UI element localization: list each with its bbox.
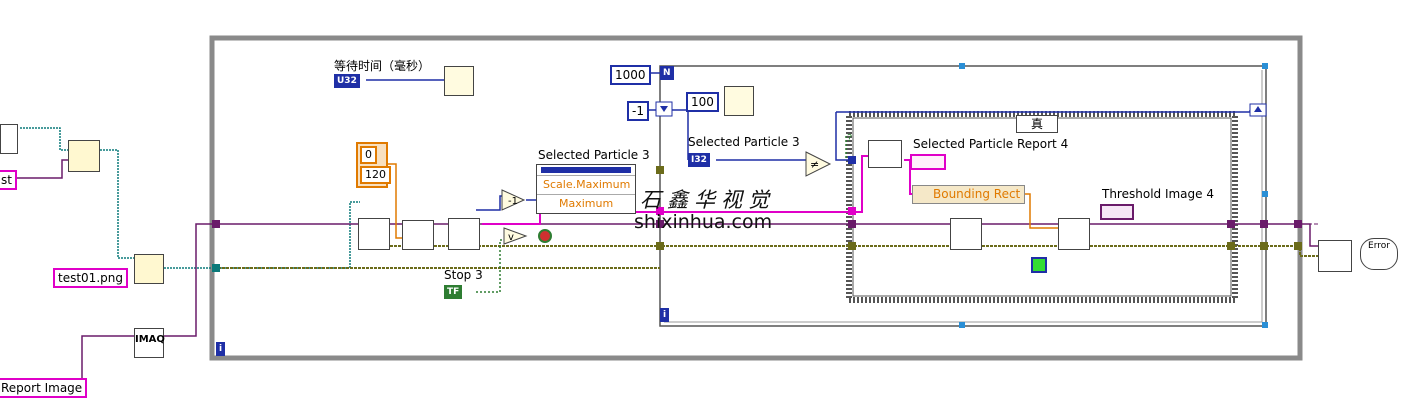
- case-selector-question: ?: [847, 133, 853, 144]
- property-node[interactable]: Scale.Maximum Maximum: [536, 164, 636, 214]
- image-display-vi-icon[interactable]: [0, 124, 18, 154]
- subtract-node[interactable]: [501, 189, 526, 211]
- outer-iteration-terminal: i: [216, 342, 226, 356]
- inner-wait-node-icon[interactable]: [724, 86, 754, 116]
- boolean-wires: [476, 136, 847, 293]
- svg-text:v: v: [508, 232, 514, 243]
- imaq-dispose-vi-icon[interactable]: IMAQ: [134, 328, 165, 358]
- property-row-scale-maximum[interactable]: Scale.Maximum: [537, 175, 635, 194]
- overlay-rect-vi-icon[interactable]: [1058, 218, 1090, 250]
- wait-ms-node-icon[interactable]: [444, 66, 474, 96]
- property-node-header: [541, 167, 631, 173]
- partial-path-constant[interactable]: st: [0, 170, 17, 190]
- orange-wires: [384, 163, 1060, 239]
- dispose-right-vi-icon[interactable]: [1318, 240, 1352, 272]
- range-constant-array[interactable]: 0 120: [356, 142, 391, 188]
- loop-count-terminal: N: [660, 66, 674, 80]
- case-selector[interactable]: 真: [1016, 115, 1059, 133]
- wait-time-label: 等待时间（毫秒）: [334, 59, 431, 73]
- imaq-create-vi-icon[interactable]: [68, 140, 100, 172]
- selected-particle-report-label: Selected Particle Report 4: [913, 137, 1069, 151]
- bounding-rect-unbundle[interactable]: Bounding Rect: [912, 185, 1026, 204]
- tunnels: [212, 101, 1302, 272]
- inner-wait-constant[interactable]: 100: [686, 92, 719, 112]
- error-handler-vi-icon[interactable]: Error: [1360, 238, 1398, 270]
- error-label: Error: [1368, 241, 1390, 251]
- stop-label: Stop 3: [444, 268, 483, 282]
- stop-indicator-icon[interactable]: [538, 229, 552, 243]
- clear-overlay-vi-icon[interactable]: [950, 218, 982, 250]
- wait-u32-terminal[interactable]: U32: [334, 74, 360, 88]
- range-high-constant[interactable]: 120: [360, 166, 391, 184]
- stop-tf-terminal[interactable]: TF: [444, 285, 463, 299]
- index-array-vi-icon[interactable]: [868, 140, 902, 168]
- imaq-read-file-vi-icon[interactable]: [134, 254, 164, 284]
- selected-particle-inner-label: Selected Particle 3: [688, 135, 800, 149]
- neg-one-constant[interactable]: -1: [627, 101, 649, 121]
- particle-analysis-vi-icon[interactable]: [448, 218, 480, 250]
- threshold-image-indicator[interactable]: [1100, 204, 1134, 220]
- error-wires: [218, 245, 1318, 269]
- green-constant[interactable]: [1031, 257, 1047, 273]
- filename-constant[interactable]: test01.png: [53, 268, 128, 288]
- svg-text:-1: -1: [508, 196, 518, 207]
- threshold-vi-icon[interactable]: [402, 220, 434, 250]
- property-row-maximum[interactable]: Maximum: [537, 194, 635, 213]
- watermark-url: shixinhua.com: [634, 211, 773, 233]
- selected-particle-property-label: Selected Particle 3: [538, 148, 650, 162]
- inner-iteration-terminal: i: [660, 308, 670, 322]
- report-image-constant[interactable]: Report Image: [0, 378, 88, 398]
- watermark-brush: 石鑫华视觉: [640, 188, 775, 212]
- or-node[interactable]: [503, 227, 528, 245]
- svg-text:≠: ≠: [810, 158, 819, 171]
- imaq-open-vi-icon[interactable]: [358, 218, 390, 250]
- selection-handles: [959, 63, 1268, 328]
- outer-while-loop[interactable]: [209, 35, 1303, 361]
- loop-count-constant[interactable]: 1000: [610, 65, 651, 85]
- imaq-label: IMAQ: [135, 334, 165, 345]
- range-low-constant[interactable]: 0: [360, 146, 377, 164]
- selected-particle-i32-terminal[interactable]: I32: [688, 153, 710, 167]
- case-structure[interactable]: [846, 111, 1238, 303]
- threshold-image-label: Threshold Image 4: [1102, 187, 1214, 201]
- not-equal-node[interactable]: [805, 151, 832, 177]
- selected-particle-report-indicator[interactable]: [910, 154, 946, 170]
